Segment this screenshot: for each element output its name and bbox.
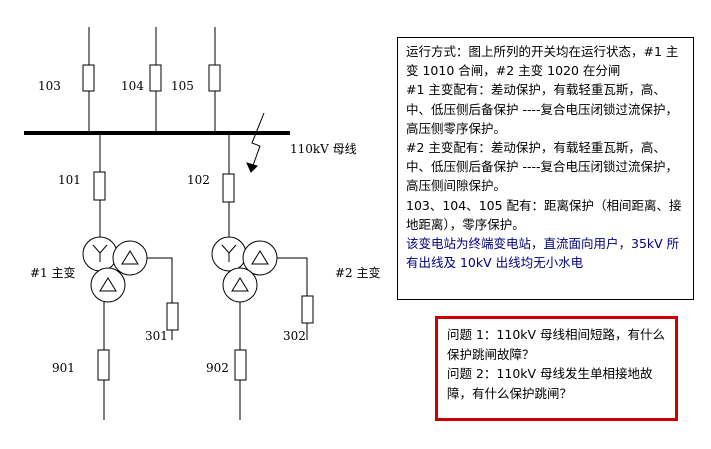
breaker-302	[301, 295, 314, 324]
breaker-105	[208, 64, 221, 92]
breaker-label-902: 902	[206, 361, 229, 375]
breaker-label-901: 901	[52, 361, 75, 375]
fault-symbol	[250, 112, 265, 172]
operation-info-box: 运行方式：图上所列的开关均在运行状态，#1 主变 1010 合闸，#2 主变 1…	[397, 37, 694, 300]
breaker-103	[82, 64, 95, 92]
transformer-2	[211, 236, 278, 303]
breaker-102	[222, 173, 235, 203]
breaker-label-301: 301	[145, 329, 168, 343]
info-line-transformer-2: #2 主变配有：差动保护，有载轻重瓦斯，高、中、低压侧后备保护 ----复合电压…	[406, 140, 679, 194]
breaker-104	[149, 64, 162, 92]
question-box: 问题 1：110kV 母线相间短路，有什么保护跳闸故障？ 问题 2：110kV …	[435, 316, 678, 421]
info-line-transformer-1: #1 主变配有：差动保护，有载轻重瓦斯，高、中、低压侧后备保护 ----复合电压…	[406, 82, 679, 136]
breaker-label-101: 101	[58, 173, 81, 187]
feeder-label-105: 105	[171, 79, 194, 93]
breaker-902	[234, 349, 247, 381]
bus-label: 110kV 母线	[290, 142, 357, 156]
feeder-label-104: 104	[121, 79, 144, 93]
transformer-1	[82, 236, 148, 303]
info-line-feeders: 103、104、105 配有：距离保护（相间距离、接地距离），零序保护。	[406, 197, 682, 232]
transformer-label-1: #1 主变	[30, 265, 76, 280]
transformer-label-2: #2 主变	[335, 265, 381, 280]
question-1: 问题 1：110kV 母线相间短路，有什么保护跳闸故障？	[447, 327, 666, 362]
info-line-highlight: 该变电站为终端变电站，直流面向用户，35kV 所有出线及 10kV 出线均无小水…	[406, 236, 680, 271]
breaker-label-102: 102	[187, 173, 210, 187]
substation-single-line-diagram: 103 104 105 110kV 母线 101 102 #1 主变 #2 主变…	[24, 27, 381, 420]
breaker-label-302: 302	[283, 329, 306, 343]
breaker-301	[166, 302, 179, 331]
feeder-label-103: 103	[38, 79, 61, 93]
breaker-101	[93, 171, 106, 201]
info-line-operation-mode: 运行方式：图上所列的开关均在运行状态，#1 主变 1010 合闸，#2 主变 1…	[406, 44, 679, 79]
breaker-901	[97, 349, 110, 381]
question-2: 问题 2：110kV 母线发生单相接地故障，有什么保护跳闸？	[447, 366, 653, 401]
